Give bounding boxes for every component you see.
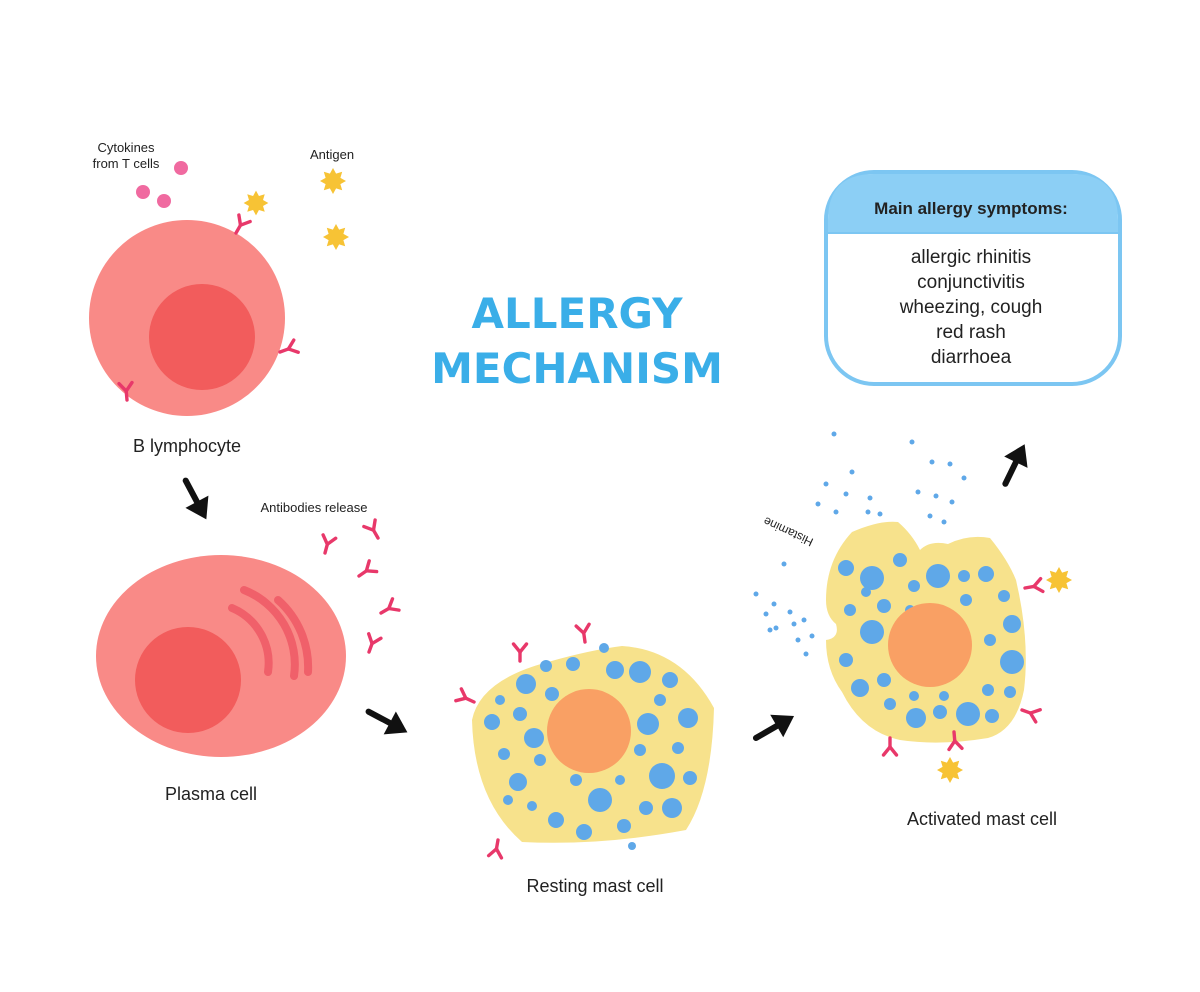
title-line-2: MECHANISM xyxy=(431,344,723,393)
symptom-item: allergic rhinitis xyxy=(911,247,1031,268)
histamine-particles xyxy=(753,431,967,657)
antigen-icon xyxy=(1046,567,1072,593)
antibodies-release-label: Antibodies release xyxy=(261,500,368,515)
title-line-1: ALLERGY xyxy=(471,289,683,338)
activated-mast-cell xyxy=(826,521,1026,743)
cytokines-label-line-1: Cytokines xyxy=(97,140,155,155)
cytokine-dot xyxy=(157,194,171,208)
resting-mast-cell xyxy=(472,643,714,850)
resting-mast-cell-label: Resting mast cell xyxy=(526,876,663,896)
antibody-icon xyxy=(1018,702,1042,724)
antibody-icon xyxy=(881,736,899,757)
antibody-icon xyxy=(486,837,507,860)
antibody-icon xyxy=(362,518,386,543)
symptom-item: conjunctivitis xyxy=(917,272,1025,293)
antigen-icon xyxy=(323,224,349,250)
arrow-icon xyxy=(174,474,218,525)
antibody-icon xyxy=(376,597,401,621)
plasma-cell-label: Plasma cell xyxy=(165,784,257,804)
antibody-icon xyxy=(317,533,338,557)
b-lymphocyte xyxy=(89,220,285,416)
cytokine-dot xyxy=(136,185,150,199)
plasma-cell xyxy=(96,555,346,757)
arrow-icon xyxy=(749,705,800,750)
antibody-icon xyxy=(511,642,529,663)
symptoms-box xyxy=(824,170,1122,386)
antibody-icon xyxy=(1022,576,1045,597)
symptom-item: red rash xyxy=(936,322,1006,343)
symptoms-header: Main allergy symptoms: xyxy=(874,199,1068,218)
antigen-icon xyxy=(320,168,346,194)
antigen-icon xyxy=(243,190,269,216)
b-lymphocyte-label: B lymphocyte xyxy=(133,436,241,456)
histamine-label: Histamine xyxy=(761,514,816,549)
antibody-icon xyxy=(574,622,594,645)
cytokine-dot xyxy=(174,161,188,175)
antigen-icon xyxy=(937,757,963,783)
antibody-icon xyxy=(454,687,479,710)
antibody-icon xyxy=(353,559,379,584)
cytokines-label-line-2: from T cells xyxy=(93,156,160,171)
antigen-label: Antigen xyxy=(310,147,354,162)
activated-mast-cell-label: Activated mast cell xyxy=(907,809,1057,829)
arrow-icon xyxy=(994,439,1037,490)
antibody-icon xyxy=(361,632,383,656)
arrow-icon xyxy=(362,700,413,744)
symptom-item: diarrhoea xyxy=(931,347,1012,368)
symptom-item: wheezing, cough xyxy=(899,297,1043,318)
